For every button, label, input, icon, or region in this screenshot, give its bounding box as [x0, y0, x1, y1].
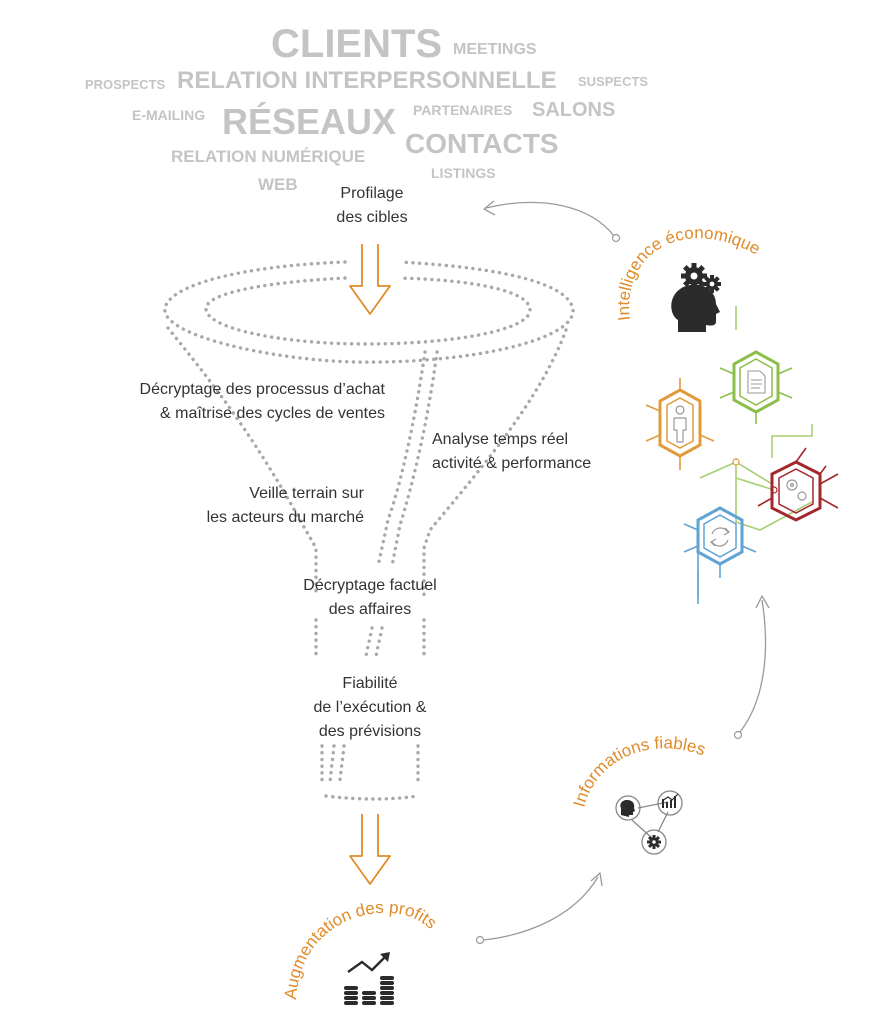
- document-hex: [719, 350, 793, 424]
- cloud-word-reseaux: RÉSEAUX: [222, 101, 396, 142]
- coin-stack-left: [344, 986, 358, 1005]
- label-profilage-2: des cibles: [336, 209, 407, 226]
- cloud-word-listings: LISTINGS: [431, 165, 496, 181]
- connector-start-dot-1: [611, 233, 621, 243]
- gear-small: [703, 275, 721, 293]
- label-profilage-1: Profilage: [340, 185, 403, 202]
- cloud-word-clients: CLIENTS: [271, 22, 442, 66]
- funnel-spout-left-2: [328, 744, 336, 784]
- cloud-word-relation-numerique: RELATION NUMÉRIQUE: [171, 147, 365, 166]
- person-icon: [673, 405, 687, 443]
- cloud-word-partenaires: PARTENAIRES: [413, 102, 512, 118]
- refresh-hex: [683, 506, 757, 604]
- funnel-neck-mid-1: [364, 626, 374, 658]
- cloud-word-salons: SALONS: [532, 99, 615, 121]
- cloud-word-contacts: CONTACTS: [405, 128, 558, 159]
- funnel-left-wall: [166, 326, 318, 598]
- funnel-inner-strand-1: [376, 350, 427, 568]
- label-analyse-2: activité & performance: [432, 455, 591, 472]
- cloud-word-suspects: SUSPECTS: [578, 74, 648, 89]
- hex-network: [645, 306, 839, 604]
- funnel: [163, 260, 575, 801]
- funnel-inner-strand-2: [390, 350, 439, 568]
- connector-informations-to-network: [739, 599, 767, 733]
- coin-stack-middle: [362, 991, 376, 1005]
- arc-label-augmentation: Augmentation des profits: [281, 898, 441, 1000]
- connector-arrowhead-3: [755, 595, 770, 609]
- head-gears-icon: [671, 263, 721, 332]
- label-decryptage-processus-2: & maîtrise des cycles de ventes: [160, 405, 385, 422]
- connector-arrowhead-2: [590, 872, 603, 887]
- arc-label-informations-path: Informations fiables: [570, 733, 709, 809]
- funnel-rim-outer: [163, 260, 575, 364]
- flow-arrow-top: [349, 244, 391, 315]
- label-decryptage-factuel-1: Décryptage factuel: [303, 577, 436, 594]
- connector-start-dot-3: [733, 730, 743, 740]
- cloud-word-web: WEB: [258, 175, 298, 194]
- flow-arrow-bottom: [349, 814, 391, 885]
- connector-start-dot-2: [475, 935, 485, 945]
- label-fiabilite-2: de l’exécution &: [314, 699, 427, 716]
- funnel-spout-bottom: [324, 794, 420, 801]
- label-veille-1: Veille terrain sur: [249, 485, 364, 502]
- cycle-connectors: [475, 200, 770, 945]
- label-analyse-1: Analyse temps réel: [432, 431, 568, 448]
- label-fiabilite-1: Fiabilité: [342, 675, 397, 692]
- cloud-word-prospects: PROSPECTS: [85, 77, 166, 92]
- connector-arrowhead-1: [483, 200, 496, 216]
- arc-label-augmentation-path: Augmentation des profits: [281, 898, 441, 1000]
- word-cloud: CLIENTS MEETINGS PROSPECTS RELATION INTE…: [85, 22, 648, 194]
- coin-stack-right: [380, 976, 394, 1005]
- funnel-labels: Profilage des cibles Décryptage des proc…: [140, 185, 592, 740]
- person-hex: [645, 378, 715, 470]
- connector-intelligence-to-profilage: [485, 201, 615, 237]
- connector-augmentation-to-informations: [482, 876, 599, 941]
- label-fiabilite-3: des prévisions: [319, 723, 421, 740]
- funnel-neck-mid-2: [374, 626, 384, 658]
- gears-hex: [757, 447, 839, 522]
- gears-icon: [786, 479, 807, 501]
- funnel-spout-left-3: [338, 744, 346, 782]
- label-veille-2: les acteurs du marché: [207, 509, 365, 526]
- label-decryptage-processus-1: Décryptage des processus d’achat: [140, 381, 386, 398]
- label-decryptage-factuel-2: des affaires: [329, 601, 411, 618]
- cloud-word-meetings: MEETINGS: [453, 41, 537, 58]
- document-icon: [747, 370, 766, 394]
- network-icon: [615, 790, 683, 855]
- coins-growth-icon: [344, 952, 394, 1005]
- funnel-right-wall: [422, 328, 568, 602]
- cloud-word-relation-interpersonnelle: RELATION INTERPERSONNELLE: [177, 67, 557, 94]
- arc-label-informations: Informations fiables: [570, 733, 709, 809]
- cloud-word-e-mailing: E-MAILING: [132, 107, 205, 123]
- refresh-icon: [709, 527, 731, 547]
- funnel-rim-inner: [204, 276, 532, 346]
